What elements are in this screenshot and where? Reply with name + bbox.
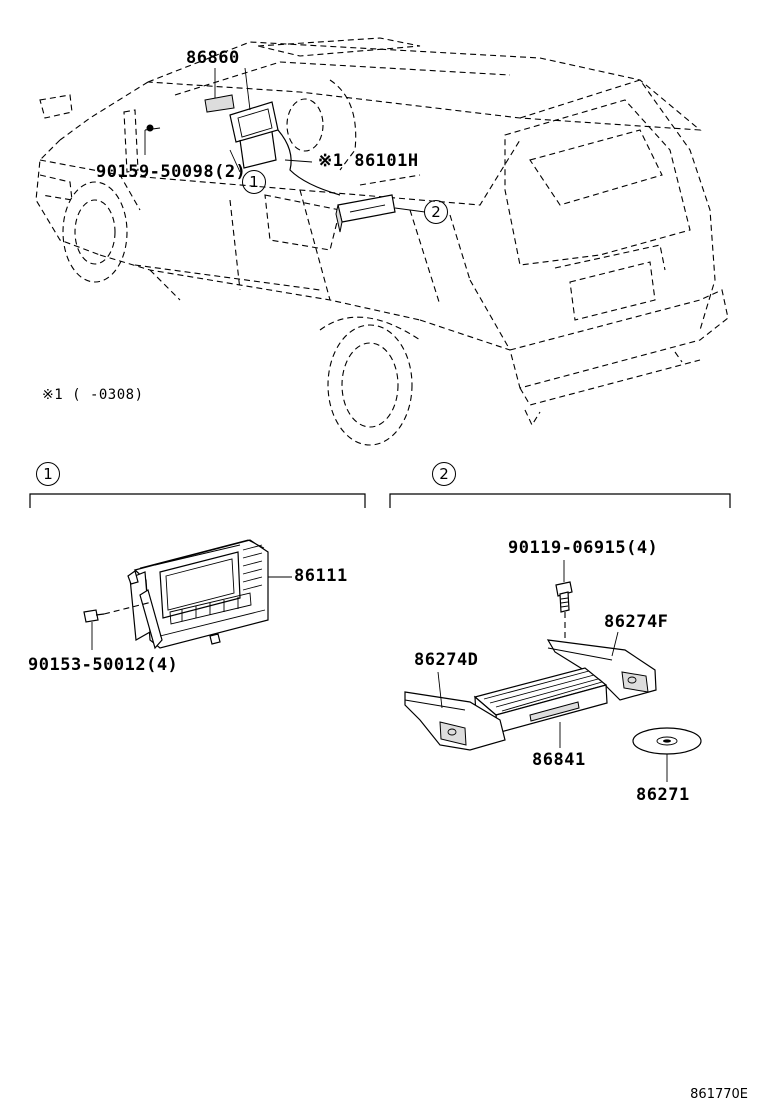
- dash-display-unit: [204, 94, 279, 169]
- screw-90153: [83, 609, 105, 623]
- wire-harness: [277, 129, 341, 196]
- callout-1-top: 1: [242, 170, 266, 194]
- diagram-code: 861770E: [690, 1087, 748, 1102]
- bracket-86274d: [404, 691, 506, 751]
- production-date-note: ※1 ( -0308): [42, 387, 144, 403]
- vehicle-outline: [35, 37, 729, 446]
- dvd-player-in-car: [335, 194, 396, 233]
- section-marker-2: 2: [432, 462, 456, 486]
- part-label-90119-06915: 90119-06915(4): [508, 538, 659, 558]
- part-label-86274d: 86274D: [414, 650, 479, 670]
- section-marker-1: 1: [36, 462, 60, 486]
- bracket-86274f: [546, 639, 657, 701]
- part-label-86860: 86860: [186, 48, 240, 68]
- part-label-86274f: 86274F: [604, 612, 669, 632]
- part-label-90153-50012: 90153-50012(4): [28, 655, 179, 675]
- callout-2-top: 2: [424, 200, 448, 224]
- interior-outline: [264, 79, 421, 251]
- part-label-86111: 86111: [294, 566, 348, 586]
- part-label-86841: 86841: [532, 750, 586, 770]
- part-label-86271: 86271: [636, 785, 690, 805]
- bolt-90119: [555, 581, 573, 613]
- section-brackets: [29, 493, 731, 508]
- display-panel-86111: [127, 539, 269, 650]
- part-label-90159-50098: 90159-50098(2): [96, 162, 247, 182]
- part-label-86101h: ※1 86101H: [318, 151, 419, 171]
- disc-86271: [632, 727, 702, 755]
